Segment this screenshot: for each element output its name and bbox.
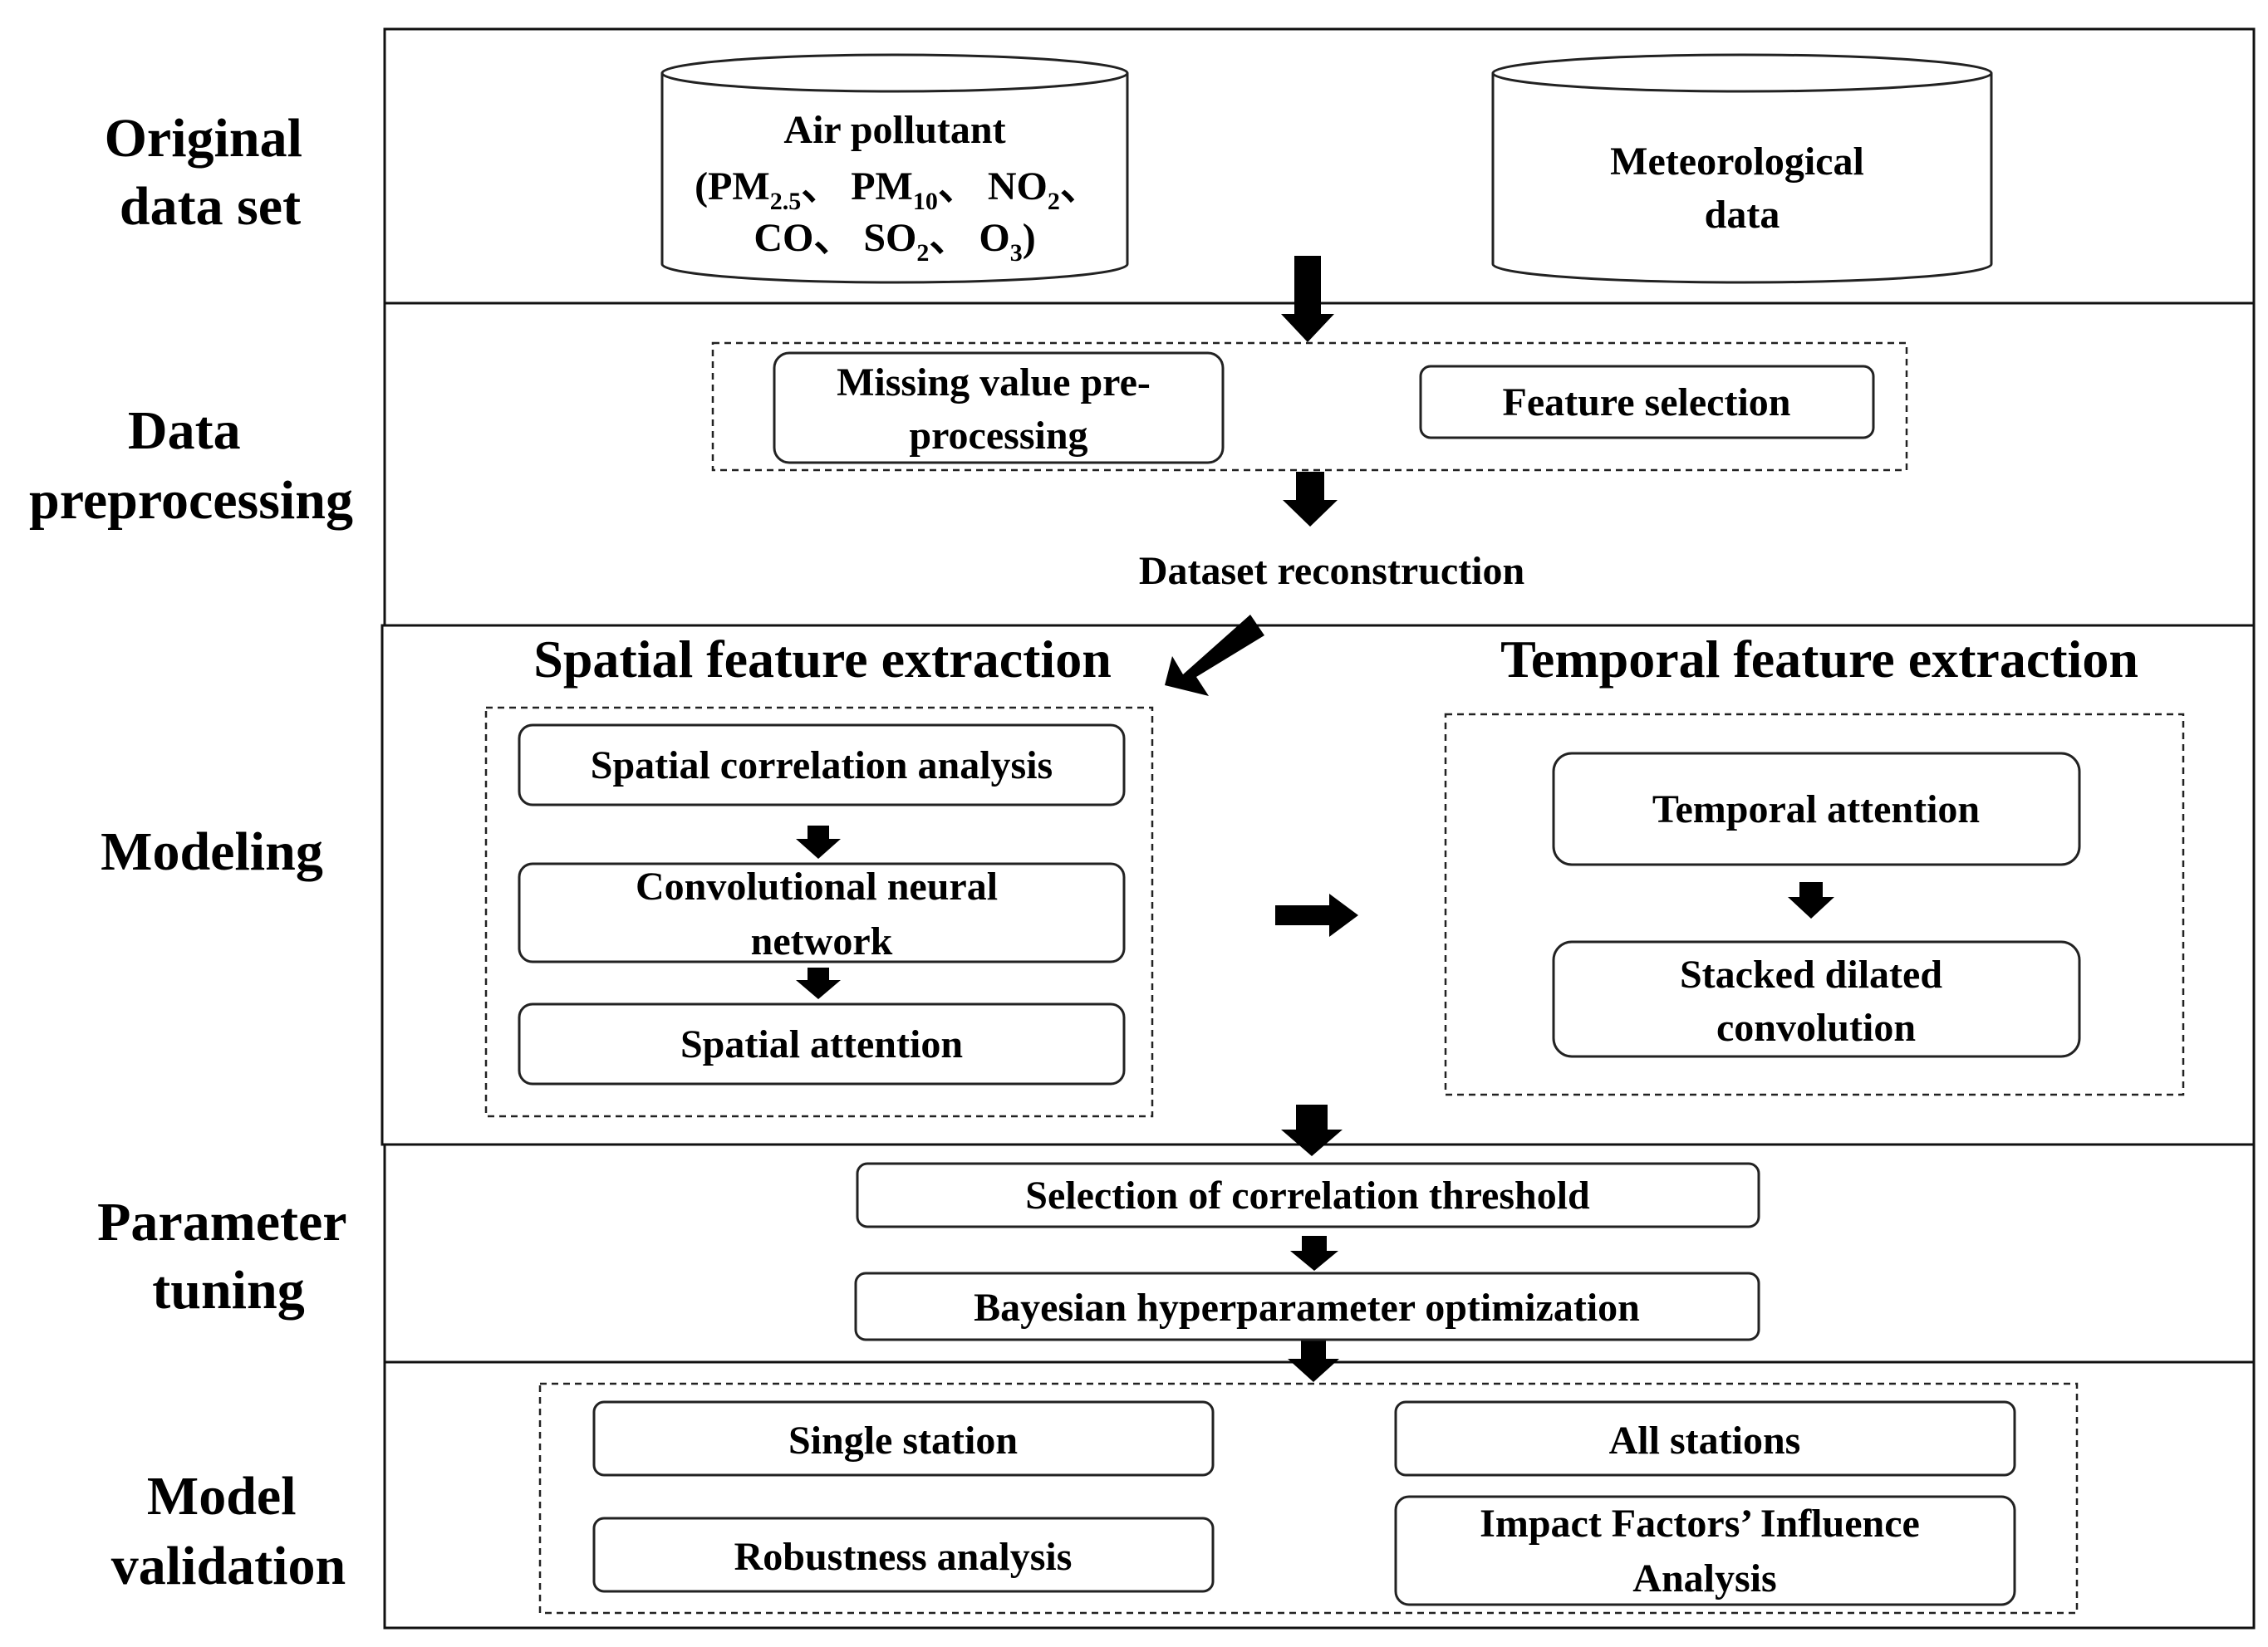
cnn-box: [518, 862, 1126, 963]
air-pollutant-species-line1: (PM2.5、 PM10、 NO2、: [695, 164, 1100, 215]
stacked-dilated-box: [1552, 940, 2081, 1058]
stage-label-validation: Model validation: [111, 1466, 346, 1596]
temporal-attention-label: Temporal attention: [1652, 787, 1980, 831]
spatial-attention-box: [518, 1002, 1126, 1086]
arrow-down-spatial-1: [796, 826, 841, 859]
arrow-down-modeling: [1281, 1105, 1343, 1156]
missing-value-label: Missing value pre- processing: [837, 360, 1161, 458]
arrow-down-spatial-2: [796, 968, 841, 999]
feature-selection-label: Feature selection: [1503, 380, 1791, 424]
single-station-label: Single station: [788, 1419, 1018, 1463]
impact-factors-label: Impact Factors’ Influence Analysis: [1480, 1502, 1930, 1600]
spatial-dashed-box: [484, 706, 1154, 1118]
cnn-label: Convolutional neural network: [636, 865, 1008, 963]
stage-label-original: Original data set: [105, 108, 317, 237]
bayesian-label: Bayesian hyperparameter optimization: [974, 1286, 1640, 1330]
meteorological-label: Meteorological data: [1610, 140, 1874, 237]
robustness-box: [592, 1517, 1215, 1593]
arrow-down-validation: [1288, 1341, 1339, 1382]
stage-label-tuning: Parameter tuning: [97, 1192, 360, 1321]
impact-factors-box: [1394, 1495, 2016, 1606]
air-pollutant-database: Air pollutant (PM2.5、 PM10、 NO2、 CO、 SO2…: [660, 53, 1129, 284]
spatial-heading: Spatial feature extraction: [533, 630, 1112, 689]
arrow-diagonal-spatial: [1165, 615, 1264, 696]
validation-group: Single station All stations Robustness a…: [538, 1382, 2079, 1615]
validation-dashed-box: [538, 1382, 2079, 1615]
robustness-label: Robustness analysis: [734, 1535, 1073, 1579]
temporal-heading: Temporal feature extraction: [1500, 630, 2138, 689]
stage-labels: Original data set Data preprocessing Mod…: [29, 108, 360, 1596]
flow-arrows: [796, 256, 1834, 1382]
arrow-down-original: [1281, 256, 1334, 342]
air-pollutant-title: Air pollutant: [783, 108, 1005, 152]
arrow-down-reconstruction: [1283, 472, 1338, 527]
temporal-attention-box: [1552, 752, 2081, 866]
modeling-group: Spatial feature extraction Temporal feat…: [484, 630, 2185, 1118]
feature-selection-box: [1419, 365, 1875, 439]
arrow-right-temporal: [1275, 894, 1358, 937]
preprocessing-group: Missing value pre- processing Feature se…: [711, 341, 1908, 593]
bayesian-box: [854, 1272, 1760, 1341]
spatial-correlation-label: Spatial correlation analysis: [591, 743, 1053, 787]
threshold-box: [856, 1162, 1760, 1228]
spatial-correlation-box: [518, 723, 1126, 806]
preprocessing-dashed-box: [711, 341, 1908, 472]
meteorological-database: Meteorological data: [1491, 53, 1993, 284]
arrow-down-temporal: [1788, 882, 1834, 919]
all-stations-box: [1394, 1400, 2016, 1477]
threshold-label: Selection of correlation threshold: [1025, 1174, 1590, 1218]
stage-label-modeling: Modeling: [101, 821, 323, 882]
spatial-attention-label: Spatial attention: [680, 1022, 963, 1066]
all-stations-label: All stations: [1609, 1419, 1801, 1463]
tuning-group: Selection of correlation threshold Bayes…: [854, 1162, 1760, 1341]
stage-label-preprocessing: Data preprocessing: [29, 400, 353, 531]
stacked-dilated-label: Stacked dilated convolution: [1680, 953, 1952, 1050]
single-station-box: [592, 1400, 1215, 1477]
missing-value-box: [773, 351, 1225, 464]
dataset-reconstruction-label: Dataset reconstruction: [1139, 549, 1524, 593]
arrow-down-tuning: [1290, 1236, 1338, 1271]
air-pollutant-species-line2: CO、 SO2、 O3): [754, 216, 1035, 267]
